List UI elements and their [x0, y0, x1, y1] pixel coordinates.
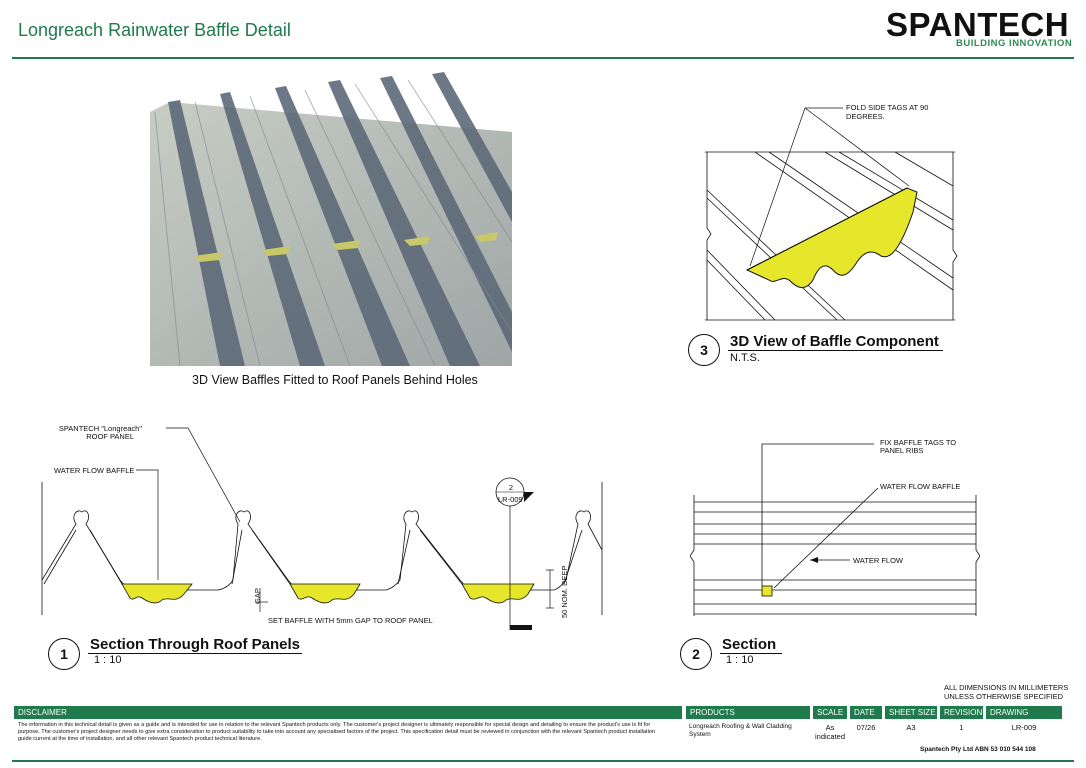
view-1-number: 1: [48, 638, 80, 670]
scale-header: SCALE: [813, 706, 847, 719]
view-3-number: 3: [688, 334, 720, 366]
water-flow-label: WATER FLOW: [853, 556, 903, 565]
sheet-size-header: SHEET SIZE: [885, 706, 937, 719]
footer-divider: [12, 760, 1074, 762]
products-header: PRODUCTS: [686, 706, 810, 719]
gap-label: GAP: [253, 588, 262, 604]
date-value: 07/26: [856, 723, 876, 732]
dimensions-note-2: UNLESS OTHERWISE SPECIFIED: [944, 692, 1064, 701]
view-1-underline: [88, 653, 302, 654]
fix-tags-label-line2: PANEL RIBS: [880, 446, 924, 455]
revision-value: 1: [959, 723, 964, 732]
side-baffle-label: WATER FLOW BAFFLE: [880, 482, 961, 491]
disclaimer-header: DISCLAIMER: [14, 706, 682, 719]
dimensions-note-1: ALL DIMENSIONS IN MILLIMETERS: [944, 683, 1069, 692]
page-title: Longreach Rainwater Baffle Detail: [18, 20, 291, 40]
roof-section-drawing: [41, 427, 603, 630]
view-1-scale: 1 : 10: [94, 654, 122, 666]
view-1-title: Section Through Roof Panels: [90, 636, 301, 653]
section-marker-number: 2: [508, 483, 514, 492]
company-footer: Spantech Pty Ltd ABN 53 010 544 108: [920, 746, 1036, 753]
panel-label-line2: ROOF PANEL: [86, 432, 134, 441]
fix-tags-label-line1: FIX BAFFLE TAGS TO: [880, 438, 957, 447]
fold-tags-label: FOLD SIDE TAGS AT 90 DEGREES.: [846, 103, 929, 121]
view-3-scale: N.T.S.: [730, 352, 760, 364]
view-2-title: Section: [722, 636, 777, 653]
view-2-underline: [720, 653, 782, 654]
view-2-number: 2: [680, 638, 712, 670]
brand-logo: SPANTECH: [886, 6, 1070, 43]
view-3-underline: [728, 350, 943, 351]
drawing-number-header: DRAWING NUMBER: [986, 706, 1062, 730]
view-2-scale: 1 : 10: [726, 654, 754, 666]
photo-caption: 3D View Baffles Fitted to Roof Panels Be…: [192, 373, 478, 387]
scale-value: As indicated: [814, 723, 846, 741]
brand-tagline: BUILDING INNOVATION: [956, 38, 1073, 49]
view-3-title: 3D View of Baffle Component: [730, 333, 939, 350]
roof-3d-render: [150, 72, 512, 366]
baffle-3d-drawing: [705, 107, 958, 321]
date-header: DATE: [850, 706, 882, 719]
section-marker-ref: LR-009: [498, 495, 523, 504]
disclaimer-text: The information in this technical detail…: [18, 722, 656, 742]
header-divider: [12, 57, 1074, 59]
products-value: Longreach Roofing & Wall Cladding System: [689, 723, 792, 738]
depth-label: 50 NOM. DEEP: [560, 565, 569, 618]
drawing-number-value: LR-009: [1011, 723, 1037, 732]
baffle-label: WATER FLOW BAFFLE: [54, 466, 135, 475]
side-section-drawing: [690, 443, 980, 616]
panel-label-line1: SPANTECH "Longreach": [58, 424, 142, 433]
sheet-size-value: A3: [906, 723, 916, 732]
set-baffle-label: SET BAFFLE WITH 5mm GAP TO ROOF PANEL: [268, 616, 433, 625]
revision-header: REVISION: [940, 706, 983, 719]
